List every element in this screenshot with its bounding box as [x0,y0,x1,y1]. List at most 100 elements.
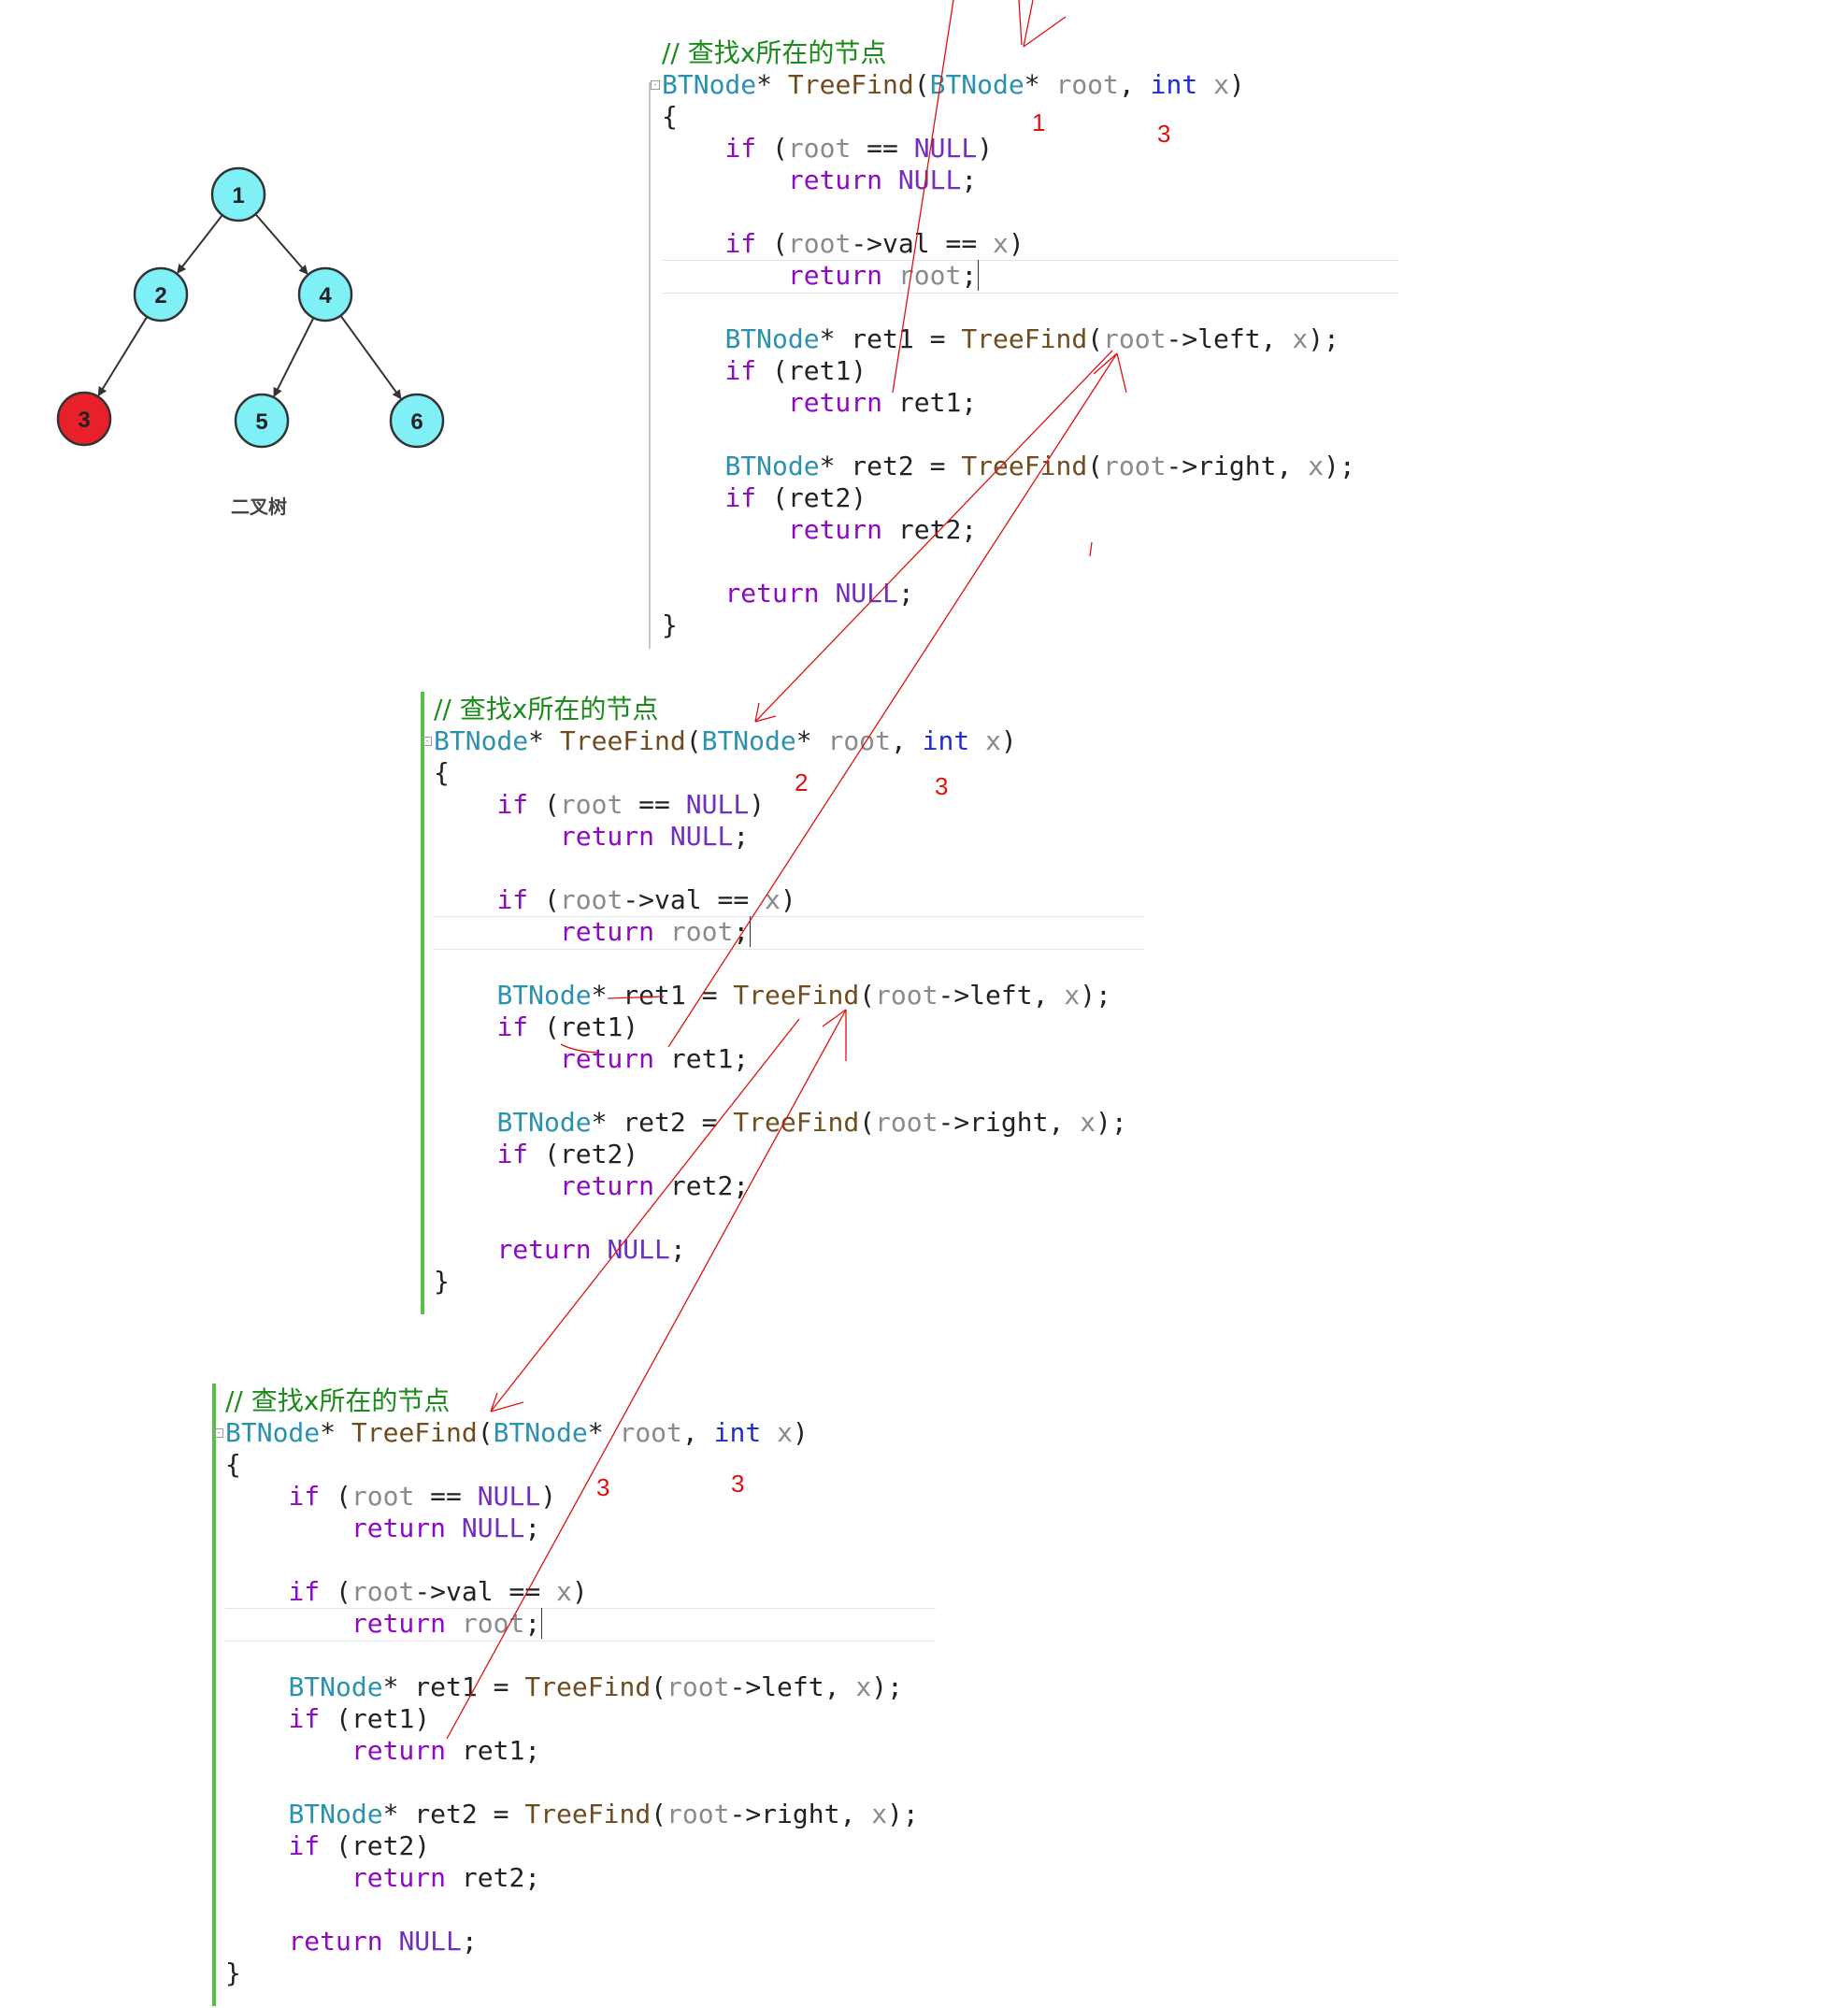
close-brace: } [434,1266,450,1297]
param-root: root [1055,69,1119,100]
return-null-line: return NULL; [351,1513,541,1543]
param-root: root [669,916,734,947]
null-constant: NULL [669,821,734,852]
param-x: x [855,1671,872,1702]
param-root: root [787,133,852,164]
keyword-int: int [1150,69,1198,100]
code-comment: // 查找x所在的节点 [225,1385,451,1416]
type-token: BTNode [288,1671,383,1702]
keyword-if: if [724,482,757,513]
keyword-return: return [559,916,655,947]
keyword-return: return [496,1234,592,1265]
tree-node-label: 2 [154,283,166,308]
tree-node-label: 6 [410,409,423,435]
null-constant: NULL [461,1513,525,1543]
ret1-check-line: if (ret1) [288,1703,431,1734]
keyword-return: return [351,1862,447,1893]
type-token: BTNode [225,1417,321,1448]
val-check-line: if (root->val == x) [288,1576,588,1607]
keyword-return: return [559,1043,655,1074]
keyword-return: return [288,1926,383,1957]
ret2-check-line: if (ret2) [288,1830,431,1861]
return-ret1-line: return ret1; [351,1735,541,1766]
fold-toggle-icon[interactable]: - [651,80,660,90]
param-root: root [559,884,623,915]
param-x: x [1308,451,1325,481]
type-token: BTNode [724,451,820,481]
param-root: root [875,980,938,1011]
fold-toggle-icon[interactable]: - [423,737,432,746]
return-null-line: return NULL; [559,821,750,852]
null-constant: NULL [477,1481,541,1512]
param-root: root [827,725,891,756]
function-signature: BTNode* TreeFind(BTNode* root, int x) [662,69,1245,100]
return-ret2-line: return ret2; [559,1170,750,1201]
gutter-bar [212,1384,216,2006]
function-name: TreeFind [733,980,860,1011]
open-brace: { [662,101,678,132]
close-brace: } [225,1958,241,1988]
code-block-3: // 查找x所在的节点-BTNode* TreeFind(BTNode* roo… [212,1384,943,2008]
ret1-check-line: if (ret1) [496,1011,639,1042]
tree-node-label: 1 [232,183,244,208]
keyword-return: return [351,1608,447,1639]
keyword-int: int [713,1417,762,1448]
function-name: TreeFind [351,1417,478,1448]
type-token: BTNode [496,1107,592,1138]
tree-edge-1-2 [177,214,223,274]
return-null-line: return NULL; [787,165,978,195]
null-constant: NULL [835,578,898,609]
keyword-return: return [351,1513,447,1543]
function-name: TreeFind [524,1799,652,1829]
type-token: BTNode [434,725,529,756]
tree-edge-2-3 [97,316,149,397]
param-x: x [1292,323,1309,354]
param-root: root [666,1671,730,1702]
function-name: TreeFind [961,323,1088,354]
final-return-line: return NULL; [288,1926,478,1957]
function-signature: BTNode* TreeFind(BTNode* root, int x) [434,725,1017,756]
param-root: root [351,1481,415,1512]
final-return-line: return NULL; [724,578,914,609]
keyword-if: if [724,228,757,259]
open-brace: { [434,757,450,788]
param-x: x [1064,980,1081,1011]
tree-node-circle [210,166,266,222]
null-check-line: if (root == NULL) [288,1481,557,1512]
tree-node-label: 5 [255,409,267,435]
keyword-int: int [922,725,970,756]
function-name: TreeFind [559,725,686,756]
fold-toggle-icon[interactable]: - [214,1428,223,1438]
keyword-if: if [288,1703,321,1734]
keyword-return: return [559,821,655,852]
param-x: x [1080,1107,1096,1138]
final-return-line: return NULL; [496,1234,686,1265]
ret1-assign-line: BTNode* ret1 = TreeFind(root->left, x); [288,1671,903,1702]
ret1-check-line: if (ret1) [724,355,867,386]
tree-node-circle [297,266,353,323]
code-block-2: // 查找x所在的节点-BTNode* TreeFind(BTNode* roo… [421,692,1152,1316]
param-x: x [985,725,1001,756]
ret1-assign-line: BTNode* ret1 = TreeFind(root->left, x); [496,980,1111,1011]
tree-edge-4-6 [339,315,402,400]
keyword-return: return [724,578,820,609]
tree-node-4: 4 [297,266,353,323]
val-check-line: if (root->val == x) [496,884,796,915]
param-x: x [871,1799,888,1829]
param-x: x [1213,69,1229,100]
tree-edge-1-4 [254,213,308,275]
param-root: root [619,1417,682,1448]
type-token: BTNode [496,980,592,1011]
param-root: root [351,1576,415,1607]
return-ret1-line: return ret1; [559,1043,750,1074]
current-line-highlight [662,260,1398,294]
annotation-number: 2 [795,768,809,796]
annotation-number: 3 [731,1470,745,1498]
param-root: root [1103,451,1167,481]
keyword-if: if [288,1830,321,1861]
keyword-if: if [496,884,529,915]
null-constant: NULL [398,1926,462,1957]
return-root-line: return root; [787,260,980,291]
null-check-line: if (root == NULL) [724,133,994,164]
